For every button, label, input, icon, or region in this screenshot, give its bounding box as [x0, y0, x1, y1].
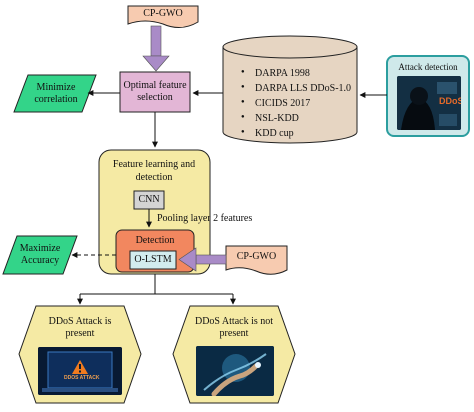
cnn-label: CNN: [138, 194, 160, 205]
maximize-parallelogram: [2, 235, 78, 275]
optimizer-top-shape: [127, 5, 199, 28]
optimizer-side-shape: [225, 245, 288, 275]
minimize-parallelogram: [13, 74, 97, 113]
maximize-accuracy-label: Maximize Accuracy: [19, 243, 61, 266]
feature-learning-label: Feature learning and detection: [112, 159, 196, 183]
optimizer-top-label: CP-GWO: [143, 8, 183, 19]
dataset-item: CICIDS 2017: [241, 96, 351, 111]
dataset-item: DARPA 1998: [241, 66, 351, 81]
optimizer-side-label: CP-GWO: [236, 251, 277, 262]
pooling-label: Pooling layer 2 features: [157, 213, 253, 224]
digital-hand-image: [196, 346, 274, 396]
detection-label: Detection: [135, 235, 175, 246]
attack-detection-title: Attack detection: [398, 62, 458, 72]
optimizer-side-arrow-shaft: [195, 254, 227, 265]
database-top: [222, 35, 358, 59]
optimizer-side-arrow-head: [178, 247, 197, 272]
olstm-label: O-LSTM: [134, 254, 172, 265]
hacker-screen-image: DDoS: [397, 76, 461, 130]
dataset-item: NSL-KDD: [241, 111, 351, 126]
dataset-item: DARPA LLS DDoS-1.0: [241, 81, 351, 96]
present-screen-text: DDOS ATTACK: [64, 375, 100, 381]
outcome-present-label: DDoS Attack is present: [48, 316, 112, 339]
panel-screen-text: DDoS: [439, 96, 461, 106]
olstm-box: [129, 250, 177, 270]
warning-laptop-image: DDOS ATTACK: [38, 347, 122, 395]
dataset-item: KDD cup: [241, 126, 351, 141]
dataset-list: DARPA 1998 DARPA LLS DDoS-1.0 CICIDS 201…: [241, 66, 351, 141]
outcome-not-present-label: DDoS Attack is not present: [194, 316, 274, 339]
optimizer-top-arrow-head: [142, 55, 170, 72]
optimizer-top-arrow-shaft: [150, 25, 162, 57]
minimize-correlation-label: Minimize correlation: [34, 82, 78, 105]
optimal-feature-selection-label: Optimal feature selection: [123, 80, 187, 103]
